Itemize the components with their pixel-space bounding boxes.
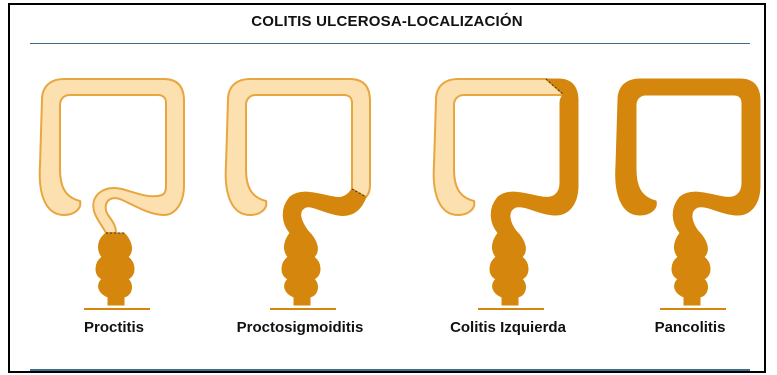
panel-proctosigmoiditis: Proctosigmoiditis <box>210 65 390 355</box>
panel-colitis-izquierda: Colitis Izquierda <box>418 65 598 355</box>
panel-proctitis: Proctitis <box>24 65 204 355</box>
colon-illustration-proctosigmoiditis <box>210 65 390 315</box>
label-colitis-izquierda: Colitis Izquierda <box>418 319 598 336</box>
title-underline <box>30 43 750 44</box>
colon-illustration-colitis-izquierda <box>418 65 598 315</box>
colon-illustration-pancolitis <box>600 65 777 315</box>
diagram-title: COLITIS ULCEROSA-LOCALIZACIÓN <box>10 13 764 30</box>
label-proctosigmoiditis: Proctosigmoiditis <box>210 319 390 336</box>
colon-illustration-proctitis <box>24 65 204 315</box>
diagram-frame: COLITIS ULCEROSA-LOCALIZACIÓN Proctitis … <box>8 3 766 373</box>
panel-pancolitis: Pancolitis <box>600 65 777 355</box>
label-proctitis: Proctitis <box>24 319 204 336</box>
label-pancolitis: Pancolitis <box>600 319 777 336</box>
bottom-rule <box>30 369 750 371</box>
